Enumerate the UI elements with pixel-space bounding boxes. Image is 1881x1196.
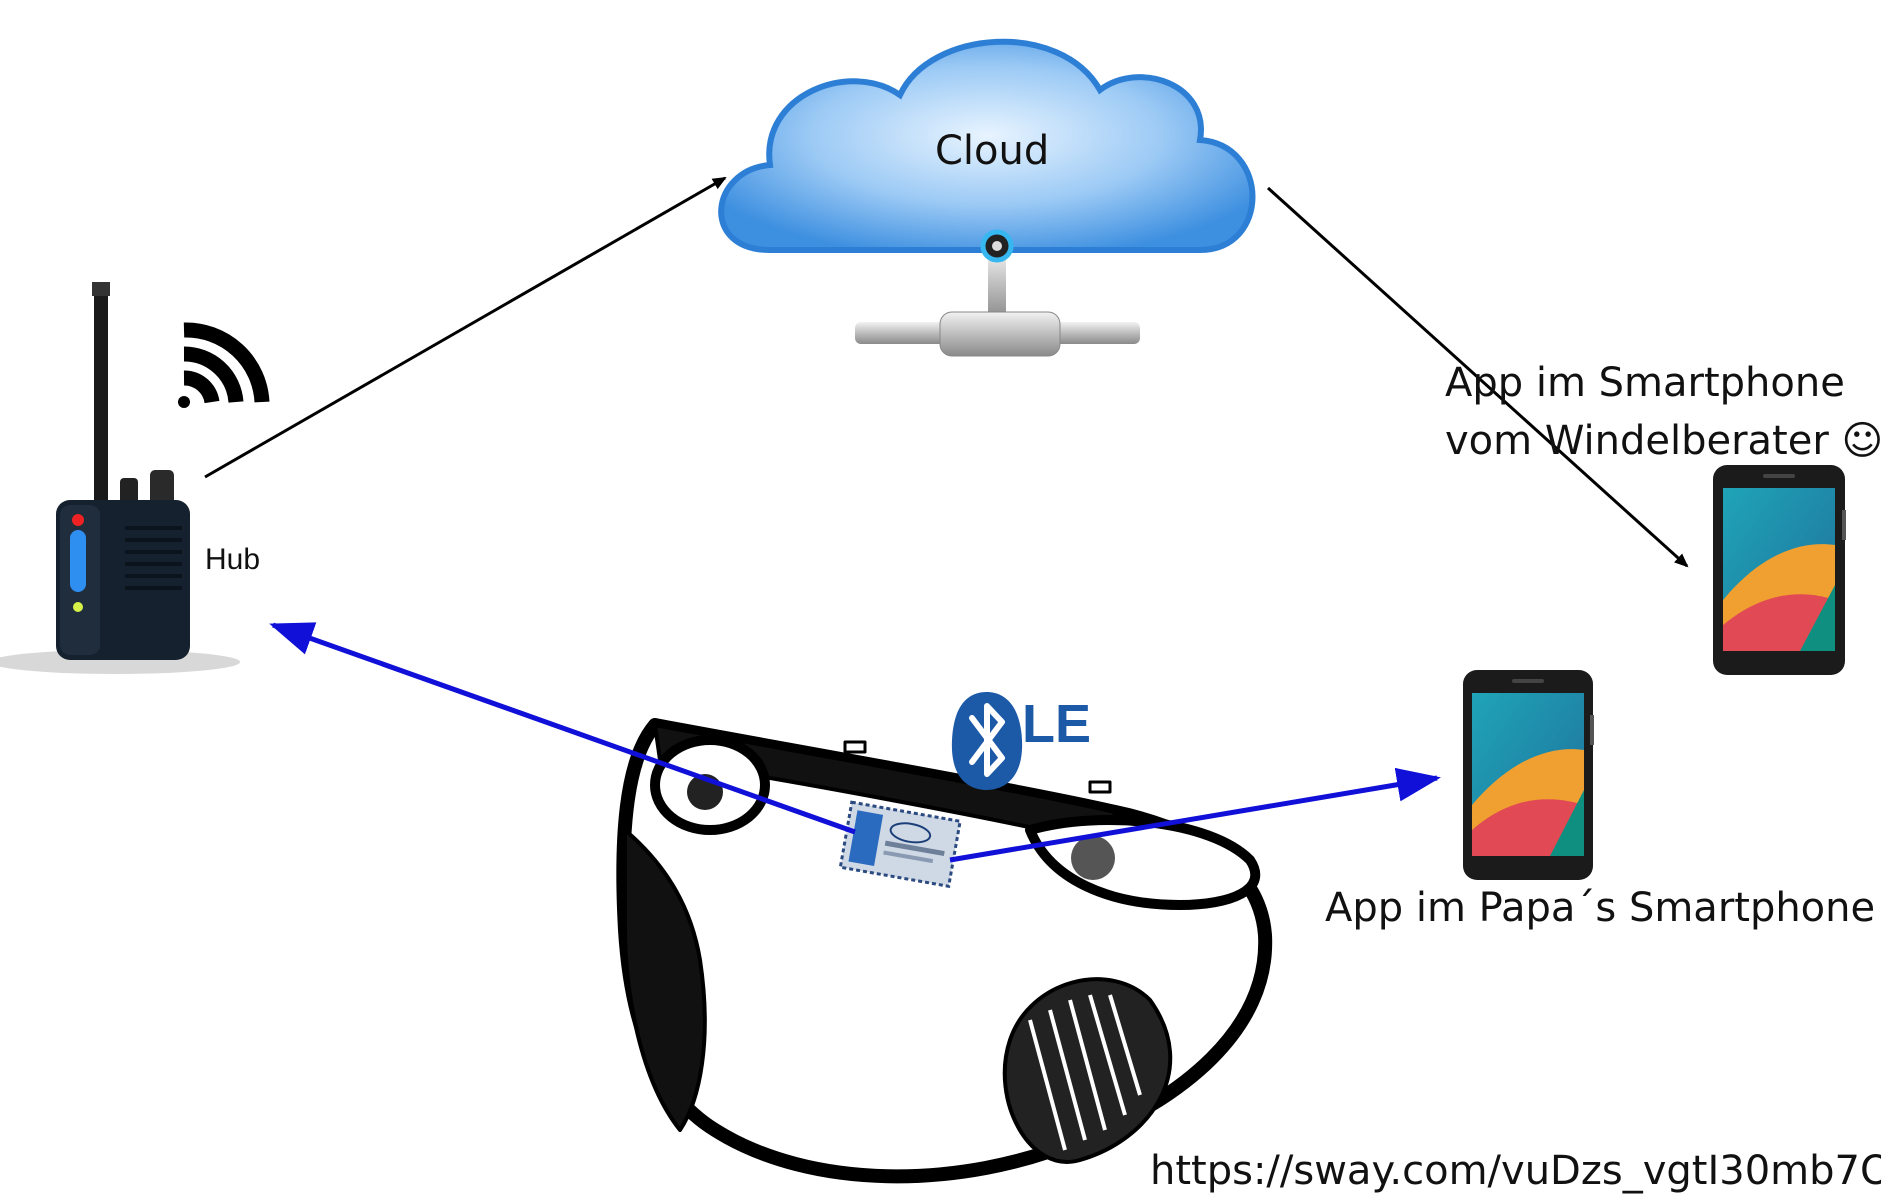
cloud-label: Cloud [935,128,1050,174]
pro-phone-label-line1: App im Smartphone [1445,360,1845,406]
pro-phone-label-line2: vom Windelberater ☺ [1445,418,1881,464]
wireless-signal-icon [178,322,270,408]
bluetooth-icon [951,692,1023,790]
parent-phone-label: App im Papa´s Smartphone [1325,885,1876,931]
cloud-server-icon [718,38,1256,357]
hub-label: Hub [205,543,261,576]
cloud-to-pro-phone-arrow [1266,186,1689,568]
ble-label: LE [1022,694,1092,754]
smartphone-parent-icon [1463,670,1594,880]
sensor-chip-icon [838,800,962,889]
walkie-talkie-hub-icon [0,282,240,674]
source-url: https://sway.com/vuDzs_vgtI30mb7O [1150,1148,1881,1194]
smartphone-pro-icon [1713,465,1846,675]
diaper-icon [616,718,1273,1184]
sensor-to-hub-ble-arrow [269,622,856,835]
sensor-to-parent-phone-ble-arrow [949,767,1441,863]
hub-to-cloud-arrow [204,176,727,479]
